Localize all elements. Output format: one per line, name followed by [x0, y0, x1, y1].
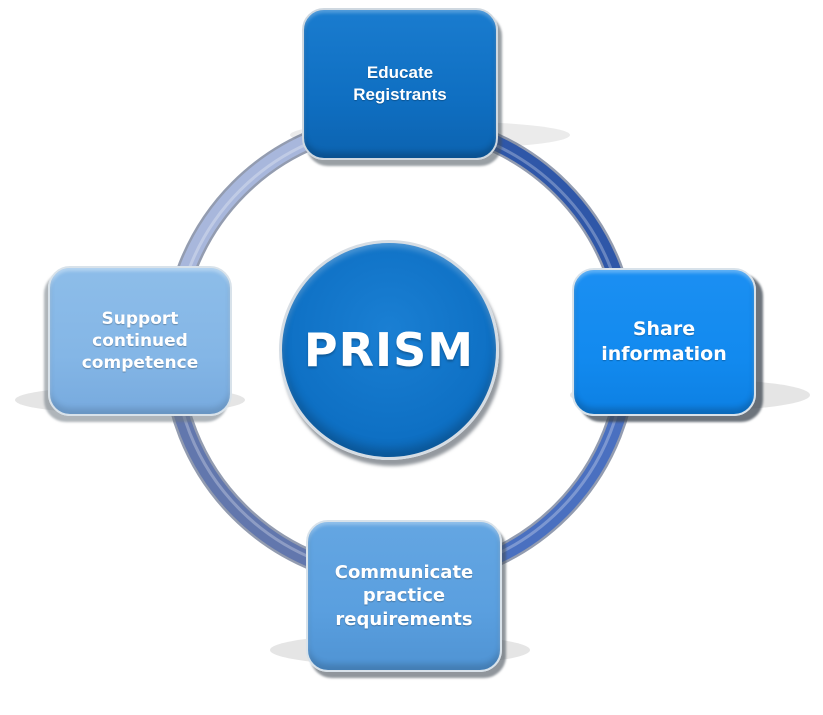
- node-communicate-practice-requirements: Communicate practice requirements: [306, 520, 502, 672]
- node-support-continued-competence: Support continued competence: [48, 266, 232, 416]
- node-label: Educate Registrants: [353, 62, 447, 104]
- node-label: Share information: [601, 318, 727, 365]
- center-label: PRISM: [303, 323, 475, 377]
- center-hub-prism: PRISM: [279, 240, 499, 460]
- node-share-information: Share information: [572, 268, 756, 416]
- node-label: Support continued competence: [81, 308, 199, 374]
- node-label: Communicate practice requirements: [334, 561, 474, 630]
- node-educate-registrants: Educate Registrants: [302, 8, 498, 160]
